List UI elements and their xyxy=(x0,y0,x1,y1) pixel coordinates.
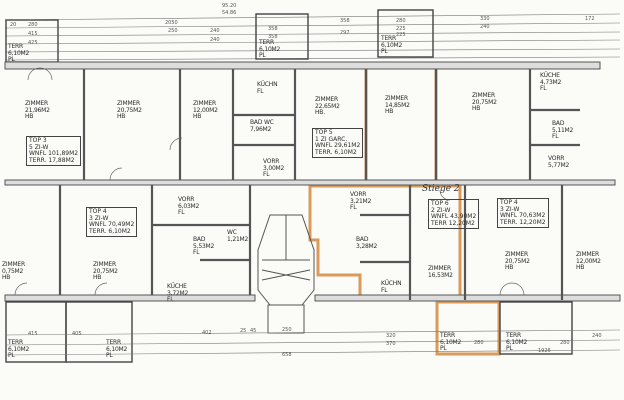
dim-label: 240 xyxy=(210,37,220,43)
dim-label: 20 xyxy=(10,22,17,28)
bottom-dimension-lines xyxy=(4,329,621,356)
exterior-walls xyxy=(4,61,621,302)
dim-label: 370 xyxy=(386,341,396,347)
dim-label: 25 xyxy=(240,328,247,334)
dim-label: 280 xyxy=(28,22,38,28)
dim-label: 358 xyxy=(268,26,278,32)
dim-label: 320 xyxy=(386,333,396,339)
dim-label: 358 xyxy=(340,18,350,24)
dim-label: 225 xyxy=(396,32,406,38)
dim-label: 1926 xyxy=(538,348,551,354)
dim-label: 402 xyxy=(202,330,212,336)
dim-label: 2050 xyxy=(165,20,178,26)
dim-label: 330 xyxy=(480,16,490,22)
staircase xyxy=(257,214,315,334)
door-swings xyxy=(14,67,525,296)
dim-label: 172 xyxy=(585,16,595,22)
dim-label: 405 xyxy=(72,331,82,337)
dim-label: 415 xyxy=(28,31,38,37)
stairwell-label: Stiege 2 xyxy=(422,184,460,194)
dim-label: 250 xyxy=(168,28,178,34)
bottom-terraces xyxy=(5,301,573,363)
dim-label: 297 xyxy=(340,30,350,36)
top-dimension-lines xyxy=(4,13,621,61)
top-terraces xyxy=(5,9,434,63)
dim-label: 280 xyxy=(560,340,570,346)
dim-label: 240 xyxy=(480,24,490,30)
dim-label: 658 xyxy=(282,352,292,358)
interior-walls xyxy=(58,69,580,300)
dim-label: 358 xyxy=(268,34,278,40)
overall-dim-total: 95.20 xyxy=(222,3,237,9)
dim-label: 240 xyxy=(592,333,602,339)
dim-label: 415 xyxy=(28,331,38,337)
dim-label: 240 xyxy=(210,28,220,34)
dim-label: 280 xyxy=(474,340,484,346)
dim-label: 425 xyxy=(28,40,38,46)
dim-label: 250 xyxy=(282,327,292,333)
dim-label: 45 xyxy=(250,328,257,334)
dim-label: 280 xyxy=(396,18,406,24)
dim-label: 225 xyxy=(396,26,406,32)
overall-dim-secondary: 54.86 xyxy=(222,10,237,16)
